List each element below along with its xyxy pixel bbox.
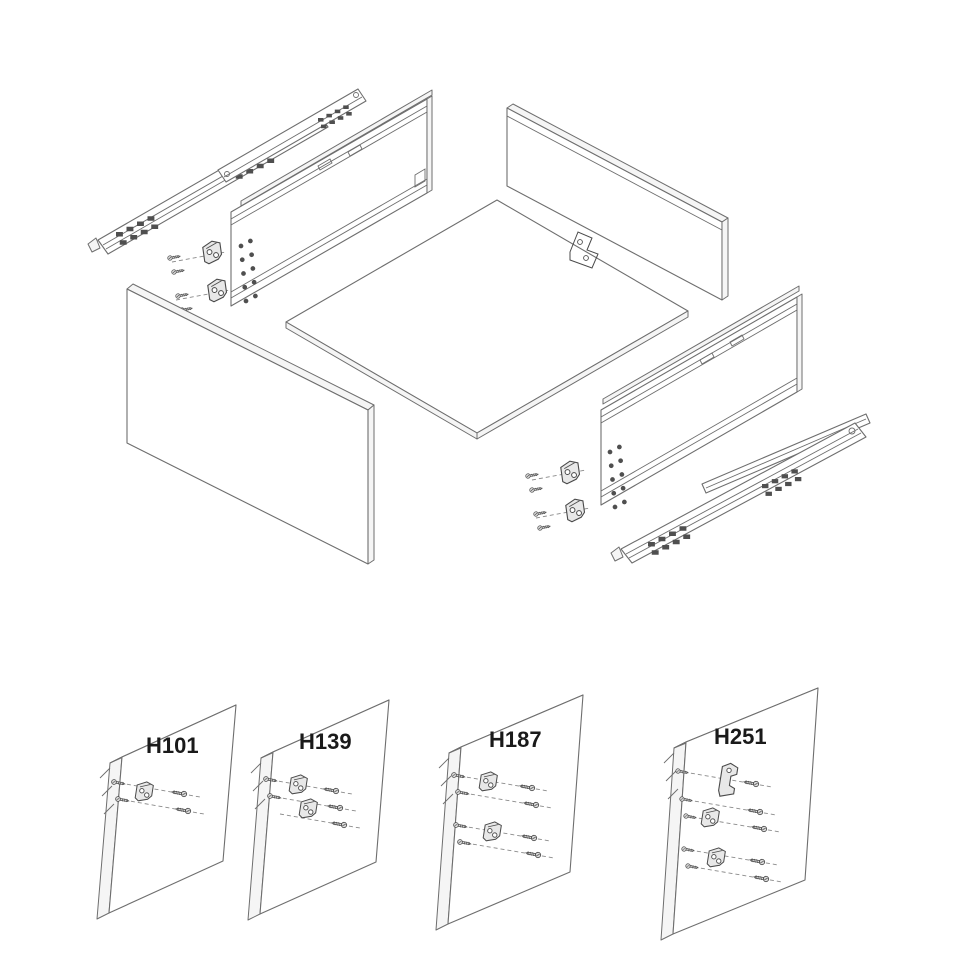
variant-label-h187: H187 (489, 727, 542, 752)
variant-panel (259, 699, 390, 915)
right-slide-assembly (610, 413, 871, 564)
exploded-view (87, 88, 871, 565)
variant-label-h139: H139 (299, 729, 352, 754)
left-side-panel (230, 89, 433, 307)
front-bracket-icon (559, 459, 582, 485)
left-front-fixing-brackets (167, 239, 231, 313)
front-panel (126, 283, 375, 565)
front-bracket-icon (206, 277, 229, 303)
right-gallery-rail (602, 285, 800, 405)
back-panel (506, 103, 729, 301)
variant-label-h101: H101 (146, 733, 199, 758)
variant-panel (447, 694, 584, 925)
front-bracket-icon (201, 239, 224, 265)
variant-panel (672, 687, 819, 935)
left-rail-front-hook (87, 237, 101, 253)
variant-h187: H187 (435, 694, 584, 931)
variant-h251: H251 (660, 687, 819, 941)
variant-label-h251: H251 (714, 724, 767, 749)
variant-panel (108, 704, 237, 914)
front-panel-face (126, 288, 369, 565)
variant-h101: H101 (96, 704, 237, 920)
mounting-variants: H101 H139 (96, 687, 819, 941)
right-front-fixing-brackets (525, 459, 591, 531)
front-bracket-icon (564, 497, 587, 523)
left-gallery-rail (240, 89, 433, 207)
right-side-panel (600, 285, 803, 510)
back-fixing-bracket (569, 231, 599, 269)
left-slide-assembly (87, 88, 367, 255)
right-rail-front-hook (610, 546, 624, 562)
variant-h139: H139 (247, 699, 390, 921)
